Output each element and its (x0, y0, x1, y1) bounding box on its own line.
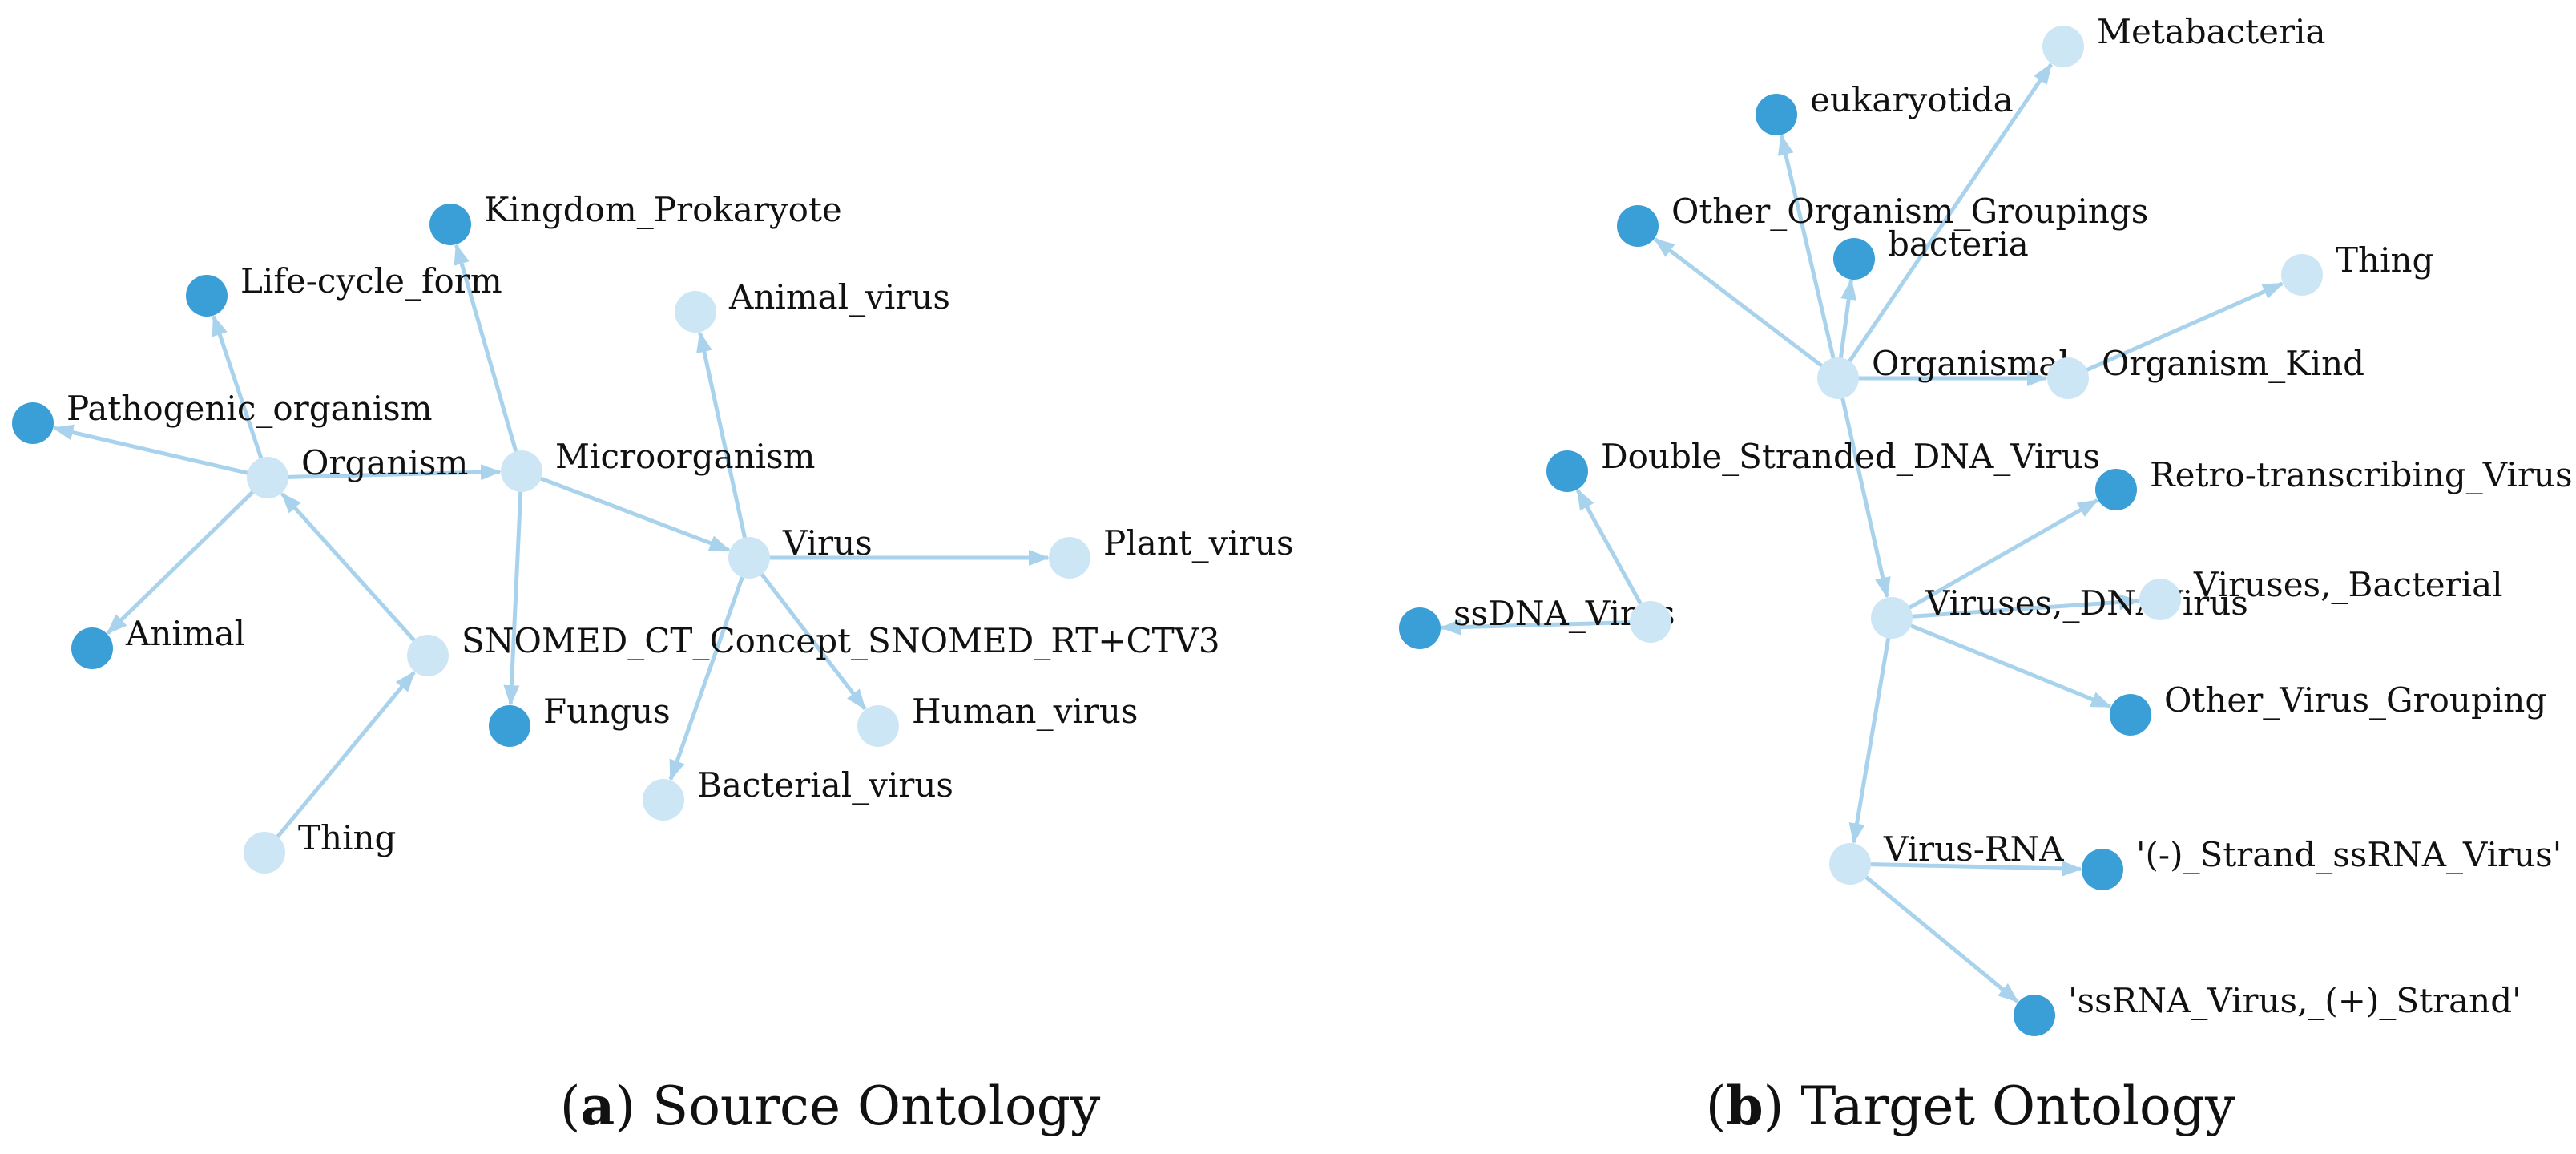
node-double-stranded-dna-virus (1546, 450, 1588, 492)
source-caption-letter: a (580, 1075, 615, 1137)
edge-snomed-to-organism (280, 492, 418, 644)
panel-target: Metabacteria eukaryotidaOther_Organism_Gr… (1399, 12, 2573, 1137)
node-thing-a (244, 832, 285, 874)
node-label-plant-virus: Plant_virus (1103, 523, 1294, 563)
node-label-pathogenic-organism: Pathogenic_organism (67, 389, 433, 428)
source-caption: (a) Source Ontology (560, 1075, 1101, 1137)
node-kingdom-prokaryote (429, 204, 471, 245)
node-label-animal-virus: Animal_virus (728, 277, 950, 317)
node-plant-virus (1049, 537, 1090, 579)
node-microorganism (501, 450, 542, 492)
node-metabacteria (2042, 26, 2084, 67)
node-label-double-stranded-dna-virus: Double_Stranded_DNA_Virus (1601, 437, 2100, 476)
edge-virus-rna-to-plus-strand (1862, 874, 2019, 1003)
node-label-viruses-dnavirus: Viruses,_DNAVirus (1925, 583, 2248, 623)
edge-viruses-dnavirus-to-viruses-bacterial (1909, 594, 2141, 619)
node-label-human-virus: Human_virus (912, 692, 1138, 731)
node-label-organismal: Organismal (1872, 344, 2070, 383)
node-other-organism-groupings (1617, 205, 1659, 247)
node-label-animal: Animal (125, 614, 245, 653)
source-caption-text: Source Ontology (652, 1075, 1101, 1137)
node-label-viruses-bacterial: Viruses,_Bacterial (2193, 565, 2503, 604)
node-label-microorganism: Microorganism (555, 437, 815, 476)
node-virus (728, 537, 770, 579)
target-caption: (b) Target Ontology (1706, 1075, 2235, 1137)
node-label-bacteria: bacteria (1888, 224, 2029, 264)
edge-organism-kind-to-thing-b (2083, 281, 2284, 373)
edge-virus-to-human-virus (758, 570, 867, 711)
node-label-organism-kind: Organism_Kind (2102, 344, 2364, 383)
node-label-metabacteria: Metabacteria (2097, 12, 2326, 51)
node-human-virus (857, 705, 899, 747)
node-virus-rna (1829, 843, 1871, 885)
node-other-virus-grouping (2110, 694, 2151, 736)
node-label-virus: Virus (782, 523, 873, 563)
target-nodes: Metabacteria eukaryotidaOther_Organism_Gr… (1399, 12, 2573, 1036)
node-label-other-organism-groupings: Other_Organism_Groupings (1671, 192, 2148, 231)
node-pathogenic-organism (12, 402, 54, 444)
node-plus-strand (2014, 995, 2055, 1036)
source-edges (52, 244, 1050, 841)
node-life-cycle-form (186, 275, 228, 317)
node-label-minus-strand: '(-)_Strand_ssRNA_Virus' (2136, 835, 2562, 874)
node-organismal (1817, 357, 1859, 399)
node-retro-transcribing-virus (2095, 469, 2137, 510)
node-organism (247, 457, 288, 498)
node-label-bacterial-virus: Bacterial_virus (697, 765, 953, 805)
node-ssdna-hub (1630, 601, 1671, 643)
node-label-virus-rna: Virus-RNA (1883, 829, 2064, 869)
node-label-thing-a: Thing (298, 818, 396, 857)
edge-virus-rna-to-minus-strand (1867, 860, 2083, 877)
edge-organismal-to-eukaryotida (1777, 134, 1836, 362)
node-thing-b (2281, 254, 2323, 296)
edge-organismal-to-other-organism-groupings (1653, 237, 1825, 369)
node-label-eukaryotida: eukaryotida (1810, 80, 2014, 119)
node-ssdna-virus (1399, 607, 1441, 649)
edge-organism-to-pathogenic-organism (52, 424, 252, 476)
node-label-plus-strand: 'ssRNA_Virus,_(+)_Strand' (2068, 981, 2522, 1020)
node-animal (71, 627, 113, 669)
node-organism-kind (2047, 357, 2089, 399)
edge-organismal-to-viruses-dnavirus (1840, 394, 1891, 599)
node-minus-strand (2082, 849, 2123, 890)
node-label-life-cycle-form: Life-cycle_form (240, 261, 502, 301)
edge-virus-to-animal-virus (696, 331, 748, 542)
edge-virus-to-bacterial-virus (668, 573, 746, 781)
node-label-kingdom-prokaryote: Kingdom_Prokaryote (484, 190, 842, 229)
node-fungus (489, 705, 530, 747)
node-label-thing-b: Thing (2336, 240, 2433, 280)
node-viruses-dnavirus (1871, 597, 1913, 639)
node-animal-virus (675, 291, 716, 333)
edge-ssdna-hub-to-ssdna-virus (1439, 619, 1634, 636)
edge-viruses-dnavirus-to-virus-rna (1848, 635, 1891, 845)
node-bacterial-virus (643, 779, 684, 821)
node-eukaryotida (1756, 94, 1797, 135)
edge-microorganism-to-virus (537, 475, 731, 552)
edge-ssdna-hub-to-double-stranded-dna-virus (1575, 488, 1644, 607)
target-caption-text: Target Ontology (1800, 1075, 2235, 1137)
edge-thing-a-to-snomed (274, 671, 416, 841)
node-snomed (407, 635, 449, 676)
edge-microorganism-to-kingdom-prokaryote (454, 244, 519, 455)
node-label-organism: Organism (301, 443, 468, 482)
edge-microorganism-to-fungus (503, 488, 523, 707)
node-label-fungus: Fungus (543, 692, 671, 731)
edge-organism-to-animal (106, 488, 256, 635)
edge-viruses-dnavirus-to-retro-transcribing-virus (1905, 498, 2099, 611)
node-label-snomed: SNOMED_CT_Concept_SNOMED_RT+CTV3 (462, 621, 1220, 660)
edge-organism-to-life-cycle-form (212, 314, 264, 462)
node-bacteria (1833, 238, 1875, 280)
target-edges (1439, 63, 2284, 1003)
target-caption-letter: b (1727, 1075, 1764, 1137)
edge-viruses-dnavirus-to-other-virus-grouping (1907, 622, 2112, 709)
edge-organismal-to-bacteria (1838, 278, 1857, 361)
node-label-other-virus-grouping: Other_Virus_Grouping (2164, 680, 2546, 720)
node-label-retro-transcribing-virus: Retro-transcribing_Virus (2150, 455, 2573, 494)
node-viruses-bacterial (2139, 579, 2181, 620)
edge-organism-to-microorganism (284, 464, 502, 481)
edge-organismal-to-metabacteria (1846, 63, 2053, 365)
